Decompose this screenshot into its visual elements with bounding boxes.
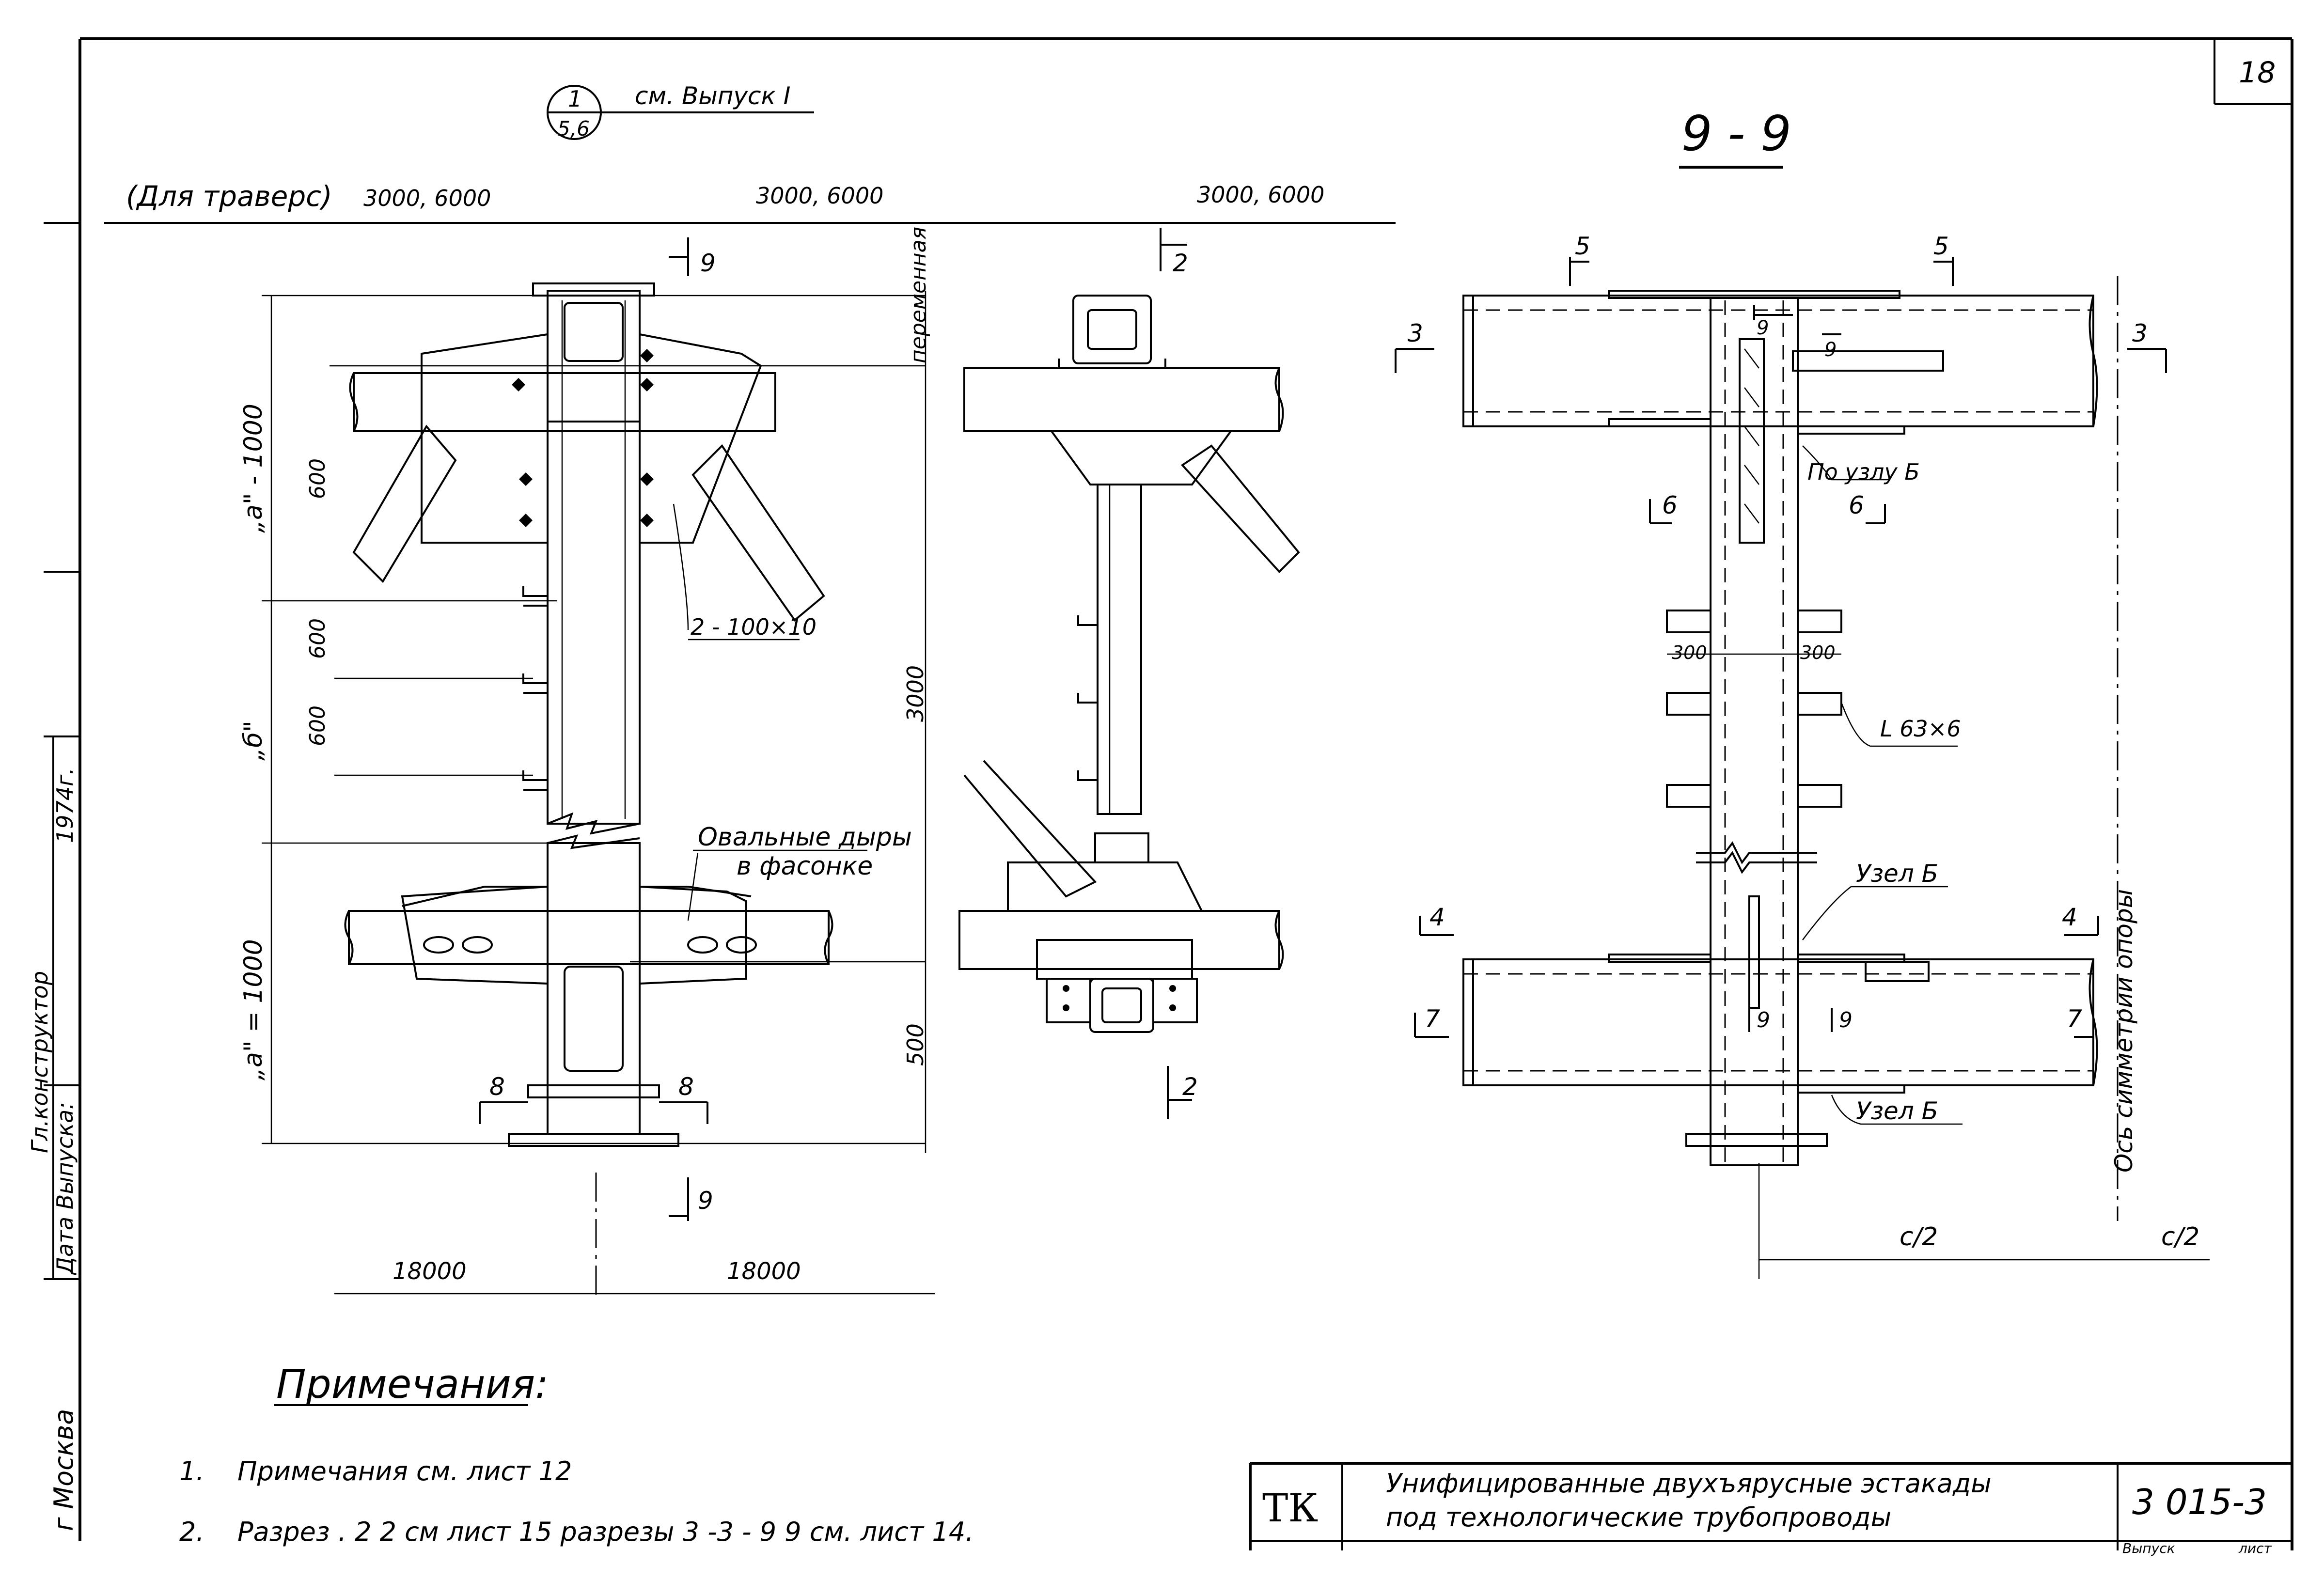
dim-b: „б" [239, 720, 268, 761]
tb-code: ТК [1262, 1486, 1318, 1531]
dim-a-bottom: „а" = 1000 [239, 939, 268, 1080]
link-circle-bottom: 5,6 [557, 117, 590, 141]
city-label: г Москва [48, 1409, 79, 1531]
cut-6-right: 6 [1849, 491, 1864, 519]
dim-500: 500 [902, 1023, 928, 1066]
oval-label-2: в фасонке [737, 852, 873, 881]
cut-3-right: 3 [2132, 319, 2148, 347]
cut-9c: 9 [1757, 1008, 1770, 1033]
section-9-9: 300 300 L 63×6 5 5 3 3 9 [1395, 232, 2210, 1279]
cut-4-left: 4 [1429, 903, 1445, 931]
dim-c2-right: c/2 [2161, 1222, 2199, 1252]
cut-5-right: 5 [1933, 232, 1949, 260]
cut-8-left: 8 [489, 1073, 505, 1101]
axis-label: Ось симметрии опоры [2110, 889, 2138, 1173]
notes-title: Примечания: [276, 1361, 549, 1408]
note-2-text: Разрез . 2 2 см лист 15 разрезы 3 -3 - 9… [237, 1517, 974, 1547]
link-text: см. Выпуск I [635, 82, 790, 110]
cut-4-right: 4 [2062, 903, 2077, 931]
dim-top-2: 3000, 6000 [756, 183, 883, 209]
traverse-label: (Для траверс) [126, 180, 332, 213]
variable-label: переменная [906, 227, 931, 363]
tb-title-2: под технологические трубопроводы [1386, 1502, 1891, 1533]
link-circle-top: 1 [568, 86, 582, 112]
dim-3000: 3000 [902, 665, 928, 722]
cut-9a: 9 [1757, 317, 1769, 339]
dim-600-3: 600 [305, 705, 330, 746]
section-title: 9 - 9 [1681, 105, 1791, 162]
dim-18000-left: 18000 [393, 1258, 467, 1285]
side-strip: 1974г. Гл.конструктор Дата Выпуска: г Мо… [27, 222, 80, 1531]
cut-7-right: 7 [2067, 1005, 2082, 1033]
year-label: 1974г. [52, 767, 78, 843]
dim-a-top: „а" - 1000 [239, 404, 268, 533]
note-1-text: Примечания см. лист 12 [237, 1456, 572, 1486]
cut-7-left: 7 [1425, 1005, 1440, 1033]
cut-8-right: 8 [678, 1073, 694, 1101]
sheet-number: 18 [2239, 56, 2276, 90]
left-elevation: „а" - 1000 „б" „а" = 1000 600 600 600 [239, 237, 935, 1299]
dim-300-left: 300 [1672, 642, 1707, 663]
tb-issue-label: Выпуск [2122, 1540, 2175, 1556]
dim-top-3: 3000, 6000 [1197, 182, 1324, 208]
header-notes: 1 5,6 см. Выпуск I (Для траверс) 3000, 6… [104, 82, 1791, 224]
notes-block: Примечания: 1. Примечания см. лист 12 2.… [179, 1361, 974, 1547]
cut-6-left: 6 [1662, 491, 1678, 519]
dim-c2-left: c/2 [1900, 1222, 1938, 1252]
cut-5-left: 5 [1575, 232, 1590, 260]
cut-9b: 9 [1824, 339, 1837, 361]
dim-top-1: 3000, 6000 [363, 185, 491, 211]
angle-label: L 63×6 [1880, 716, 1961, 742]
dim-18000-right: 18000 [727, 1258, 801, 1285]
node-label-1: По узлу Б [1807, 459, 1920, 485]
title-block: ТК Унифицированные двухъярусные эстакады… [1249, 1462, 2292, 1556]
dim-300-right: 300 [1800, 642, 1836, 663]
cut-2-bottom: 2 [1182, 1073, 1198, 1101]
cut-9-bottom: 9 [698, 1187, 713, 1215]
node-label-3: Узел Б [1856, 1097, 1938, 1125]
cut-9d: 9 [1839, 1008, 1853, 1033]
sheet-frame: 18 [79, 37, 2293, 1550]
dim-600-2: 600 [305, 618, 330, 659]
oval-label-1: Овальные дыры [698, 823, 912, 852]
dept-label: Гл.конструктор [27, 971, 53, 1153]
cut-9-top: 9 [700, 249, 716, 277]
middle-elevation: переменная 3000 500 [902, 227, 1300, 1153]
node-label-2: Узел Б [1856, 860, 1938, 888]
note-2-num: 2. [179, 1517, 204, 1547]
plate-label: 2 - 100×10 [691, 614, 817, 640]
tb-sheet-label: лист [2238, 1540, 2272, 1556]
dim-600-1: 600 [305, 458, 330, 499]
date-label: Дата Выпуска: [52, 1102, 78, 1275]
tb-series: 3 015-3 [2132, 1482, 2267, 1522]
cut-2-top: 2 [1173, 249, 1188, 277]
cut-3-left: 3 [1408, 319, 1423, 347]
note-1-num: 1. [179, 1456, 204, 1486]
tb-title-1: Унифицированные двухъярусные эстакады [1386, 1468, 1992, 1499]
